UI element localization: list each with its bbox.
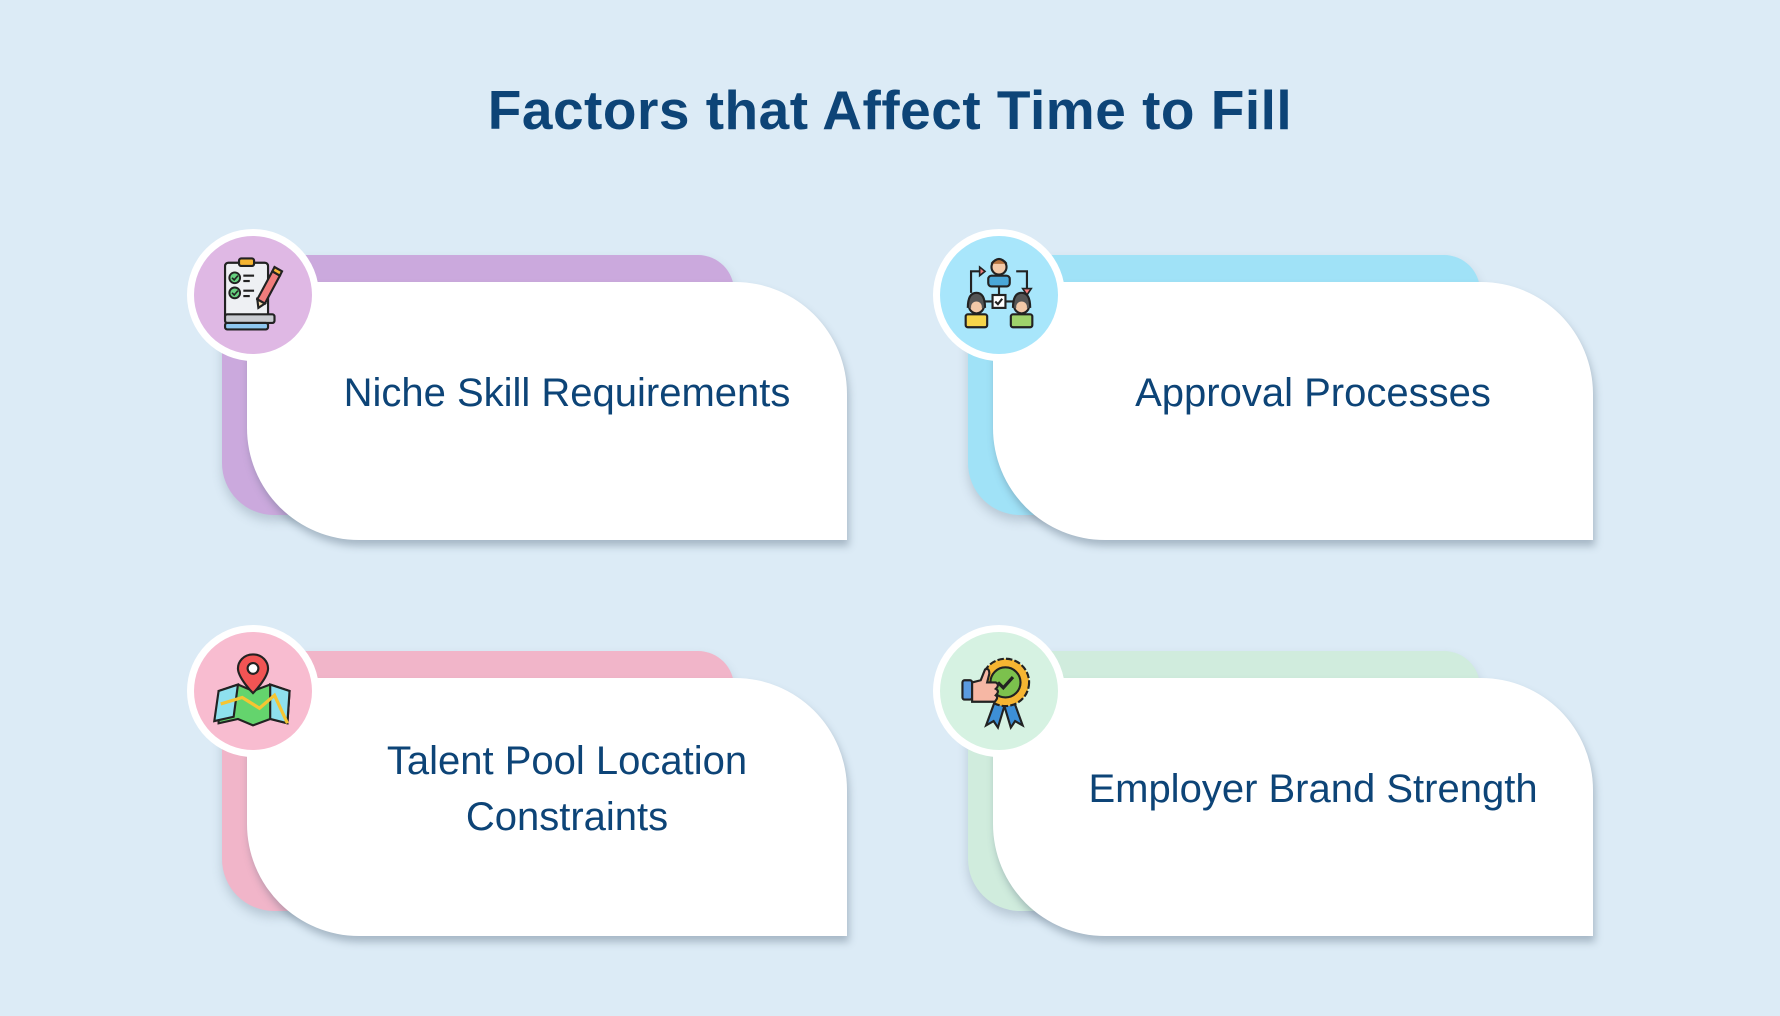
factor-label: Approval Processes — [1135, 371, 1491, 415]
factor-label: Niche Skill Requirements — [343, 371, 791, 415]
map-location-pin-icon — [213, 653, 291, 727]
approval-workflow-people-icon — [964, 257, 1034, 329]
icon-badge — [933, 625, 1065, 757]
card-front-panel: Approval Processes — [993, 282, 1593, 540]
factor-card-approval: Approval Processes — [933, 229, 1648, 579]
factor-label: Talent Pool Location Constraints — [386, 739, 748, 839]
icon-badge — [187, 625, 319, 757]
clipboard-checklist-pencil-icon — [223, 257, 284, 331]
factor-card-talent-pool: Talent Pool Location Constraints — [187, 625, 902, 975]
card-front-panel: Employer Brand Strength — [993, 678, 1593, 936]
thumbs-up-award-badge-icon — [961, 657, 1031, 731]
factor-card-niche-skill: Niche Skill Requirements — [187, 229, 902, 579]
page-title: Factors that Affect Time to Fill — [487, 79, 1293, 141]
factor-card-employer-brand: Employer Brand Strength — [933, 625, 1648, 975]
factor-label: Employer Brand Strength — [1088, 767, 1538, 811]
card-front-panel: Talent Pool Location Constraints — [247, 678, 847, 936]
card-front-panel: Niche Skill Requirements — [247, 282, 847, 540]
icon-badge — [933, 229, 1065, 361]
icon-badge — [187, 229, 319, 361]
